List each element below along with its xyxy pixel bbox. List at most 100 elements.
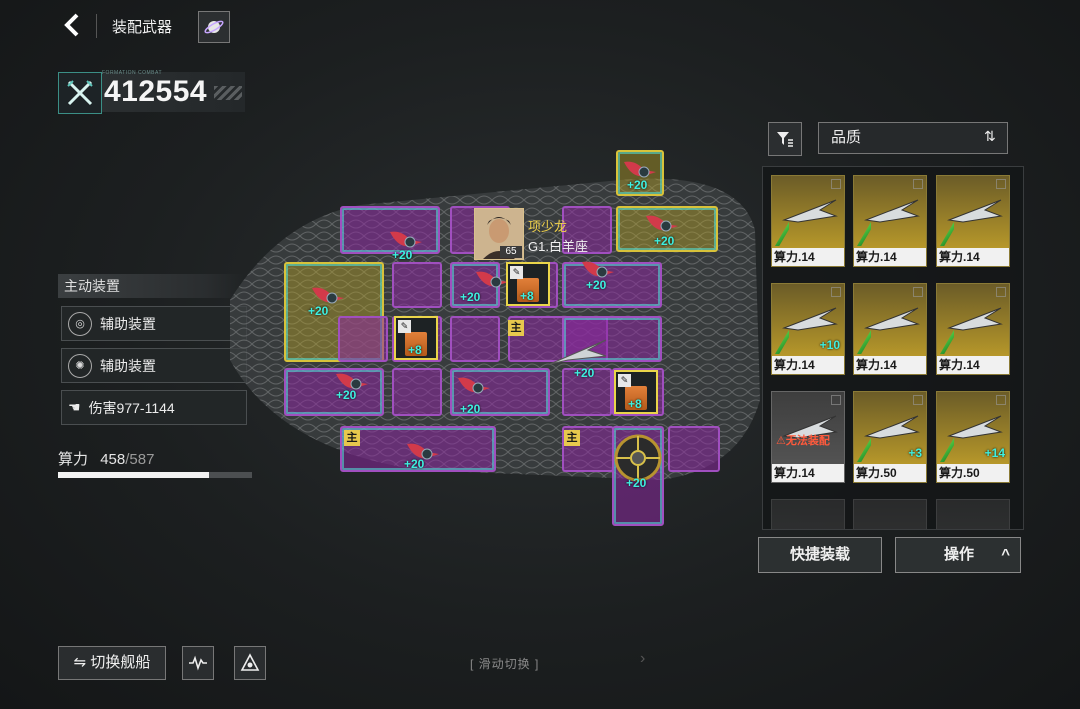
wave-icon: [189, 655, 207, 671]
inventory-card[interactable]: ⚠无法装配算力.14: [771, 391, 845, 483]
grid-slot[interactable]: [284, 368, 384, 416]
corner-mark: [913, 395, 923, 405]
formation-button[interactable]: [234, 646, 266, 680]
slot-bonus: +20: [627, 178, 648, 192]
back-button[interactable]: [60, 12, 86, 38]
weapon-icon: [947, 199, 1003, 223]
slot-bonus: +20: [460, 402, 481, 416]
weapon-icon: [864, 415, 920, 439]
operate-button[interactable]: 操作 ^: [895, 537, 1021, 573]
filter-icon: [777, 132, 793, 147]
corner-mark: [913, 179, 923, 189]
inventory-card[interactable]: 算力.14: [853, 283, 927, 375]
weapon-icon: [782, 307, 838, 331]
module-item[interactable]: ✎+8: [506, 262, 550, 306]
wing-weapon-icon: [624, 161, 656, 178]
card-bonus: +3: [908, 446, 922, 460]
planet-icon: [204, 20, 224, 34]
module-core: [517, 278, 539, 302]
slot-bonus: +20: [586, 278, 607, 292]
grid-slot[interactable]: [562, 262, 662, 308]
combat-power-value: 412554: [104, 75, 208, 108]
weapon-icon: [864, 199, 920, 223]
crossed-swords-icon: [58, 72, 102, 114]
switch-ship-label: 切换舰船: [90, 654, 151, 671]
slot-bonus: +20: [308, 304, 329, 318]
module-item[interactable]: ✎+8: [394, 316, 438, 360]
grid-slot[interactable]: [450, 368, 550, 416]
grid-slot[interactable]: [668, 426, 720, 472]
planet-button[interactable]: [198, 11, 230, 43]
grid-slot[interactable]: [340, 206, 440, 254]
quick-load-button[interactable]: 快捷装载: [758, 537, 882, 573]
grid-slot[interactable]: [392, 262, 442, 308]
filter-button[interactable]: [768, 122, 802, 156]
corner-mark: [831, 395, 841, 405]
corner-mark: [996, 395, 1006, 405]
card-power-cost: 算力.14: [772, 464, 844, 482]
chevron-right-icon: ›: [640, 650, 646, 667]
sort-icon[interactable]: ⇅: [984, 128, 996, 144]
inventory-card-partial[interactable]: [853, 499, 927, 529]
wing-weapon-icon: [458, 377, 490, 394]
capacity-bar-fill: [58, 472, 209, 478]
wing-weapon-icon: [407, 443, 439, 460]
card-power-cost: 算力.14: [937, 248, 1009, 266]
wing-weapon-icon: [336, 373, 368, 390]
inventory-card-partial[interactable]: [771, 499, 845, 529]
device-slot-3[interactable]: ☚ 伤害977-1144: [61, 390, 247, 425]
card-power-cost: 算力.14: [772, 356, 844, 374]
sort-label: 品质: [831, 129, 862, 146]
module-bonus: +8: [628, 397, 642, 411]
corner-mark: [996, 287, 1006, 297]
operate-label: 操作: [944, 546, 975, 563]
weapon-icon: [864, 307, 920, 331]
module-bonus: +8: [408, 343, 422, 357]
card-power-cost: 算力.50: [854, 464, 926, 482]
sort-select[interactable]: 品质: [818, 122, 1008, 154]
corner-mark: [996, 179, 1006, 189]
combat-tag: FORMATION COMBAT: [102, 70, 163, 76]
module-item[interactable]: ✎+8: [614, 370, 658, 414]
grid-slot[interactable]: [562, 206, 612, 254]
card-bonus: +10: [819, 338, 840, 352]
capacity-readout: 算力 458/587: [58, 448, 154, 469]
inventory-card[interactable]: +10 算力.14: [771, 283, 845, 375]
device-slot-1[interactable]: ◎ 辅助装置: [61, 306, 247, 341]
swipe-hint: [ 滑动切换 ]: [470, 657, 540, 671]
capacity-label: 算力: [58, 451, 89, 468]
switch-ship-button[interactable]: ⇋ 切换舰船: [58, 646, 166, 680]
inventory-card[interactable]: 算力.14: [853, 175, 927, 267]
inventory-card[interactable]: +3 算力.50: [853, 391, 927, 483]
device-slot-2[interactable]: ✺ 辅助装置: [61, 348, 247, 383]
pilot-sign: G1.白羊座: [528, 239, 588, 254]
cannot-equip-warning: ⚠无法装配: [776, 435, 830, 447]
fighter-weapon-icon: [549, 339, 607, 365]
sphere-weapon-icon: [614, 434, 662, 482]
inventory-card[interactable]: 算力.14: [771, 175, 845, 267]
triangle-icon: [240, 653, 260, 671]
tool-icon: ✎: [510, 266, 523, 279]
grid-slot[interactable]: [338, 316, 388, 362]
main-weapon-tag: 主: [344, 430, 360, 446]
corner-mark: [831, 179, 841, 189]
module-core: [625, 386, 647, 410]
inventory-card-partial[interactable]: [936, 499, 1010, 529]
card-power-cost: 算力.14: [937, 356, 1009, 374]
card-power-cost: 算力.14: [854, 248, 926, 266]
corner-mark: [831, 287, 841, 297]
grid-slot[interactable]: [450, 316, 500, 362]
pilot-name: 项少龙: [528, 219, 568, 234]
inventory-card[interactable]: 算力.14: [936, 175, 1010, 267]
corner-mark: [913, 287, 923, 297]
hand-icon: ☚: [68, 399, 81, 415]
wave-button[interactable]: [182, 646, 214, 680]
inventory-card[interactable]: 算力.14: [936, 283, 1010, 375]
grid-slot[interactable]: [562, 368, 612, 416]
card-power-cost: 算力.50: [937, 464, 1009, 482]
grid-slot[interactable]: [392, 368, 442, 416]
pilot-level: 65: [500, 246, 522, 258]
slot-bonus: +20: [404, 457, 425, 471]
